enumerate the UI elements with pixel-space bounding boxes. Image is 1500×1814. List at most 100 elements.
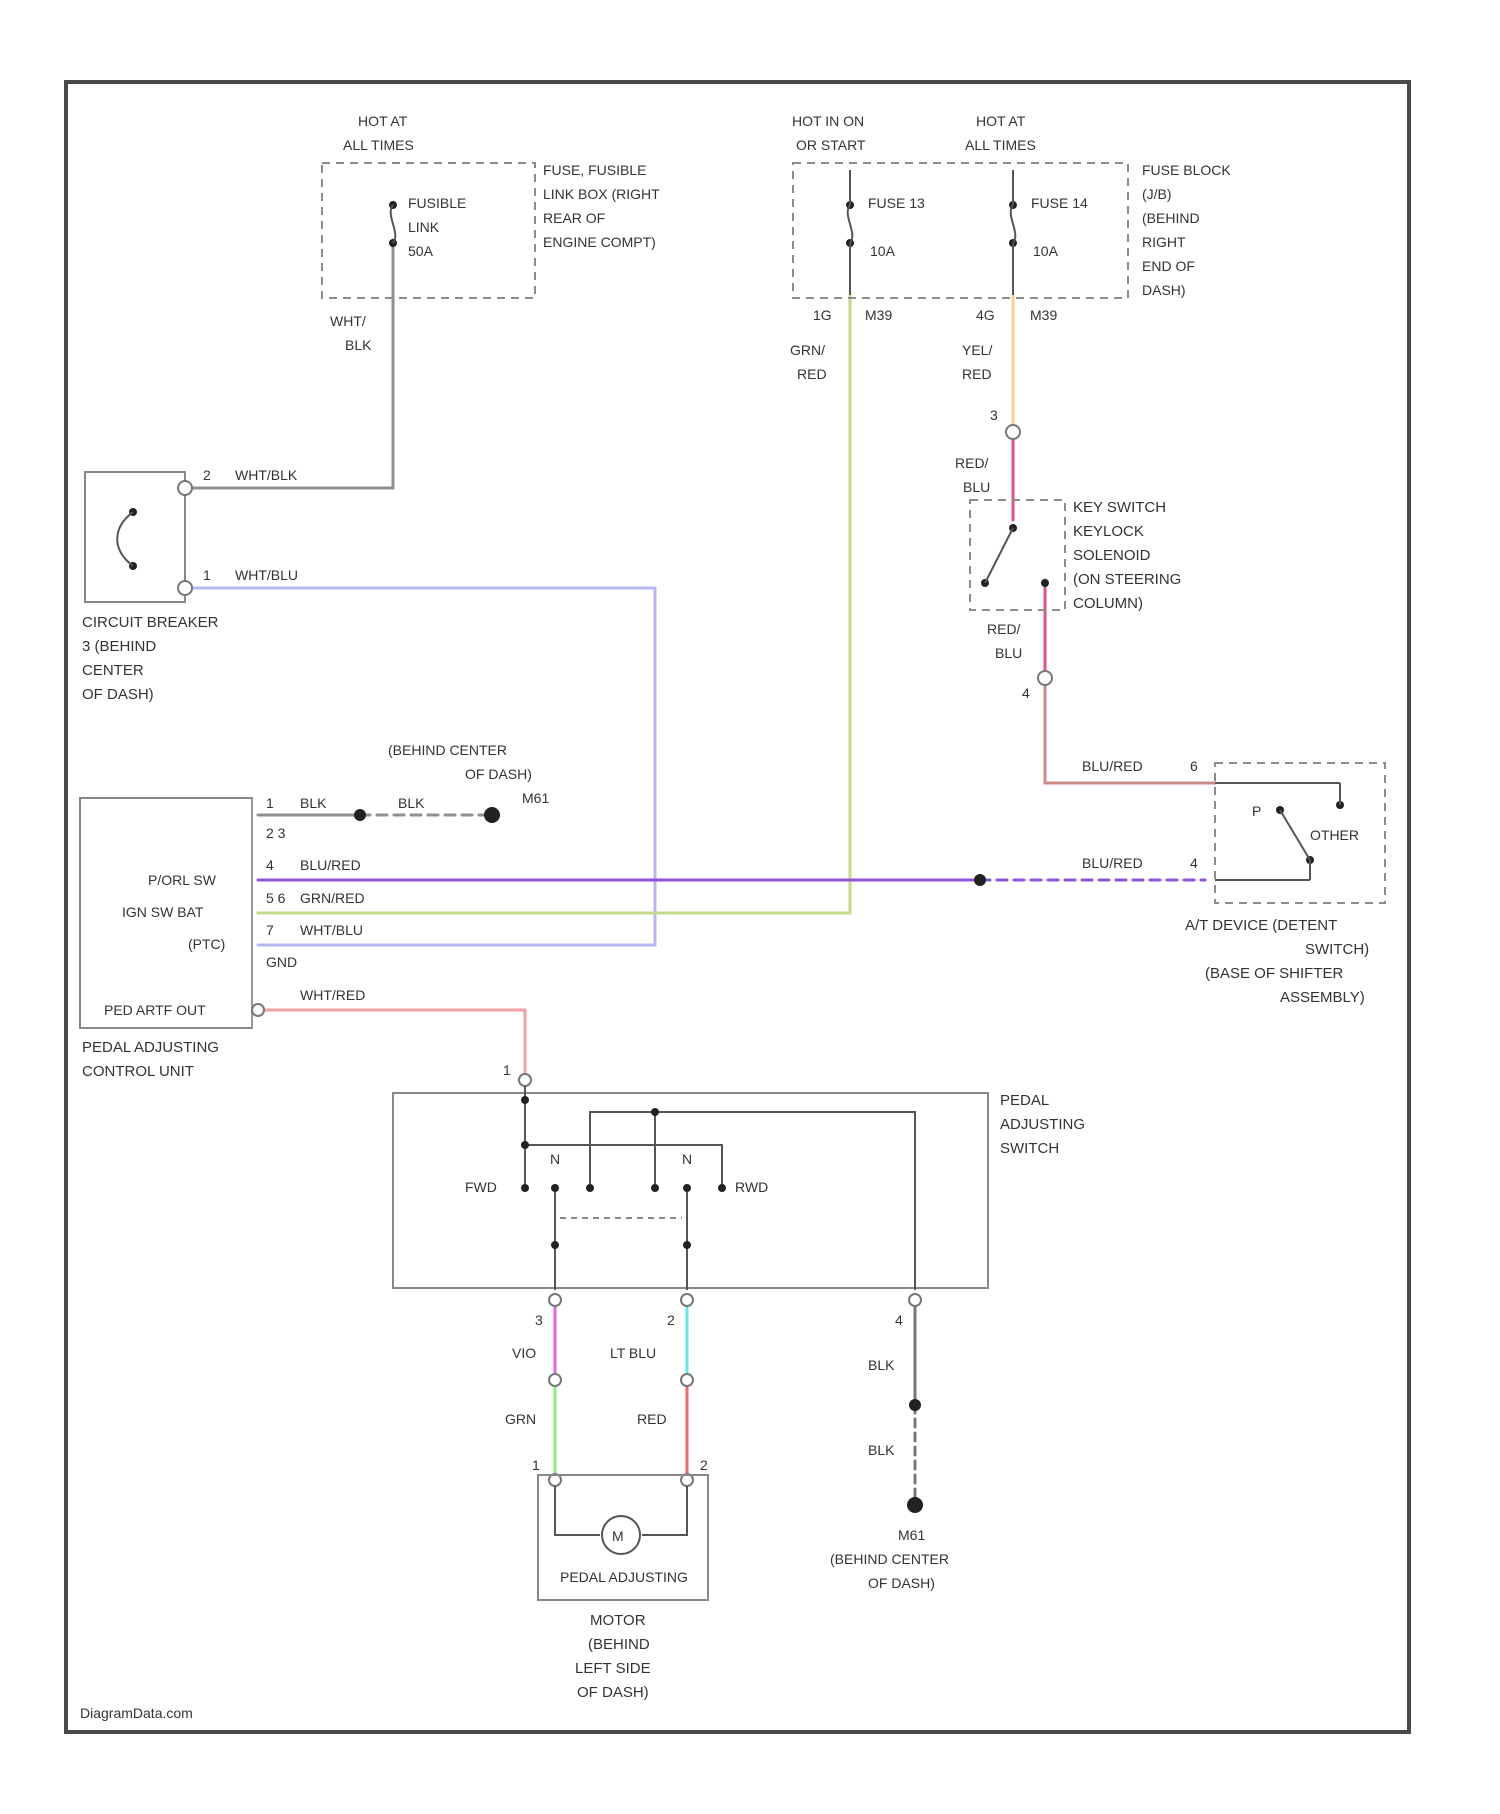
key-switch-pin-4 (1038, 671, 1052, 685)
cu-inner-4: PED ARTF OUT (104, 1002, 206, 1018)
ks-pin-bottom: 4 (1022, 685, 1030, 701)
switch-node-3 (651, 1108, 659, 1116)
switch-pin-in: 1 (503, 1062, 511, 1078)
ks-wire-top-1: RED/ (955, 455, 989, 471)
yel-red-label-1: YEL/ (962, 342, 992, 358)
detent-caption-1: A/T DEVICE (DETENT (1185, 917, 1337, 934)
detent-caption-3: (BASE OF SHIFTER (1205, 965, 1344, 982)
grn-red-label-1: GRN/ (790, 342, 825, 358)
cu-inner-2: IGN SW BAT (122, 904, 204, 920)
switch-node-2 (521, 1141, 529, 1149)
ground2-caption-1: M61 (898, 1527, 925, 1543)
ks-caption-3: SOLENOID (1073, 547, 1151, 564)
wire-grn-red (258, 295, 850, 913)
wire-wht-blu (185, 588, 655, 945)
key-switch-lever (985, 528, 1013, 583)
fuse-block-location-3: (BEHIND (1142, 210, 1200, 226)
fuse-14-symbol (1011, 205, 1016, 243)
detent-pos-other: OTHER (1310, 827, 1359, 843)
cu-pin-7-num: 7 (266, 922, 274, 938)
circuit-breaker-pin-1 (178, 581, 192, 595)
switch-mid-contact-2 (651, 1184, 659, 1192)
wire-wht-red (258, 1010, 525, 1075)
fuse-13-label-2: 10A (870, 243, 896, 259)
fuse-block-hot-all-1: HOT AT (976, 113, 1026, 129)
mw-motor-pin-left: 1 (532, 1457, 540, 1473)
fuse-block-location-5: END OF (1142, 258, 1195, 274)
detent-top-pin: 6 (1190, 758, 1198, 774)
cb-caption-2: 3 (BEHIND (82, 638, 156, 655)
mw-grn: GRN (505, 1411, 536, 1427)
control-unit-pin-out (252, 1004, 264, 1016)
fusible-location-1: FUSE, FUSIBLE (543, 162, 646, 178)
fusible-hot-1: HOT AT (358, 113, 408, 129)
circuit-breaker-box (85, 472, 185, 602)
fuse-13-connector-label: M39 (865, 307, 892, 323)
mw-pin-left: 3 (535, 1312, 543, 1328)
fuse-block-location-1: FUSE BLOCK (1142, 162, 1231, 178)
switch-node-1 (521, 1096, 529, 1104)
mw-motor-pin-right: 2 (700, 1457, 708, 1473)
detent-caption-2: SWITCH) (1305, 941, 1369, 958)
circuit-breaker-element (117, 512, 133, 566)
detent-caption-4: ASSEMBLY) (1280, 989, 1365, 1006)
fuse-14-label-1: FUSE 14 (1031, 195, 1088, 211)
switch-left-lower (551, 1241, 559, 1249)
fuse-13-symbol (848, 205, 853, 243)
footer-watermark: DiagramData.com (80, 1705, 193, 1721)
fuse-14-label-2: 10A (1033, 243, 1059, 259)
cu-inner-1: P/ORL SW (148, 872, 217, 888)
yel-red-label-2: RED (962, 366, 992, 382)
fuse-block-hot-run-2: OR START (796, 137, 866, 153)
switch-rwd-label: RWD (735, 1179, 768, 1195)
ks-wire-bottom-1: RED/ (987, 621, 1021, 637)
fusible-wire-2: BLK (345, 337, 372, 353)
ground-m61-top (484, 807, 500, 823)
mw-blk1: BLK (868, 1357, 895, 1373)
diagram-frame (66, 82, 1409, 1732)
cu-pin-1-num: 1 (266, 795, 274, 811)
ground1-caption-3: M61 (522, 790, 549, 806)
motor-caption-4: OF DASH) (577, 1684, 649, 1701)
fusible-hot-2: ALL TIMES (343, 137, 414, 153)
switch-caption-3: SWITCH (1000, 1140, 1059, 1157)
splice-blu-red (974, 874, 986, 886)
switch-mid-contact (586, 1184, 594, 1192)
switch-out-pin-2 (681, 1294, 693, 1306)
ks-caption-5: COLUMN) (1073, 595, 1143, 612)
splice-blk-2 (909, 1399, 921, 1411)
cb-pin2-wire: WHT/BLK (235, 467, 298, 483)
cu-pin-gnd-wire: GND (266, 954, 297, 970)
switch-left-n: N (550, 1151, 560, 1167)
cu-pin-5-num: 5 6 (266, 890, 286, 906)
cu-caption-1: PEDAL ADJUSTING (82, 1039, 219, 1056)
key-switch-contact-out (1041, 579, 1049, 587)
cb-pin2-num: 2 (203, 467, 211, 483)
fusible-location-4: ENGINE COMPT) (543, 234, 656, 250)
fusible-wire-1: WHT/ (330, 313, 366, 329)
wire-wht-blk (185, 240, 393, 488)
mw-vio: VIO (512, 1345, 536, 1361)
motor-caption-3: LEFT SIDE (575, 1660, 651, 1677)
ground2-caption-2: (BEHIND CENTER (830, 1551, 949, 1567)
cu-pin-4-num: 4 (266, 857, 274, 873)
switch-right-n: N (682, 1151, 692, 1167)
fusible-link-symbol (391, 205, 396, 243)
detent-pos-p: P (1252, 803, 1261, 819)
switch-right-lower (683, 1241, 691, 1249)
switch-fwd-label: FWD (465, 1179, 497, 1195)
ks-pin-top: 3 (990, 407, 998, 423)
ks-wire-bottom-2: BLU (995, 645, 1022, 661)
adjusting-switch-pin-1 (519, 1074, 531, 1086)
cb-pin1-num: 1 (203, 567, 211, 583)
detent-bottom-wire: BLU/RED (1082, 855, 1143, 871)
motor-caption-1: MOTOR (590, 1612, 646, 1629)
motor-connector-right (681, 1374, 693, 1386)
cu-ground-wire: BLK (398, 795, 425, 811)
fuse-block-box (793, 163, 1128, 298)
motor-caption-2: (BEHIND (588, 1636, 650, 1653)
fusible-fuse-3: 50A (408, 243, 434, 259)
ground1-caption-2: OF DASH) (465, 766, 532, 782)
motor-symbol: M (612, 1528, 624, 1544)
